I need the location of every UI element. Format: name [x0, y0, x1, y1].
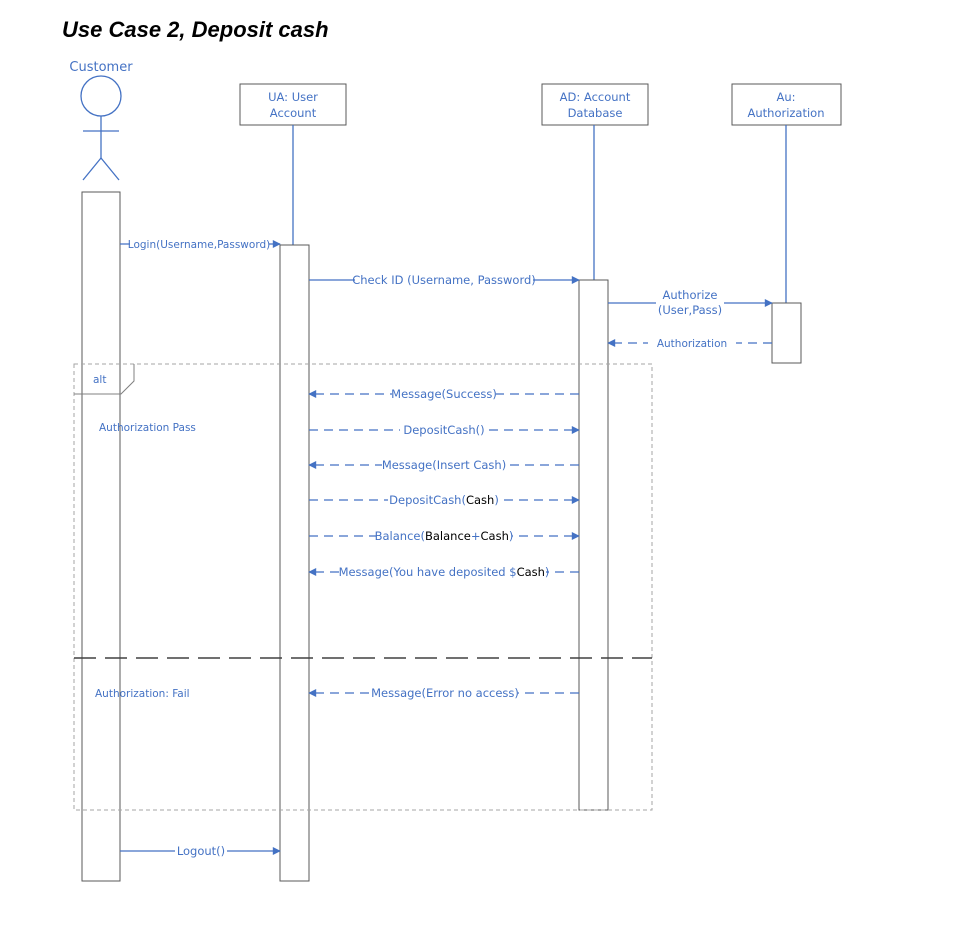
customer-actor-icon — [80, 75, 122, 181]
message-insert-cash-label: Message(Insert Cash) — [382, 458, 506, 472]
participant-user-account-line2: Account — [270, 106, 317, 120]
activation-account-database — [578, 279, 609, 811]
activation-customer — [81, 191, 121, 882]
participant-authorization: Au: Authorization — [731, 83, 842, 126]
message-authorize: Authorize (User,Pass) — [608, 288, 773, 317]
participant-authorization-line1: Au: — [776, 90, 795, 104]
message-check-id: Check ID (Username, Password) — [309, 272, 580, 287]
message-logout: Logout() — [120, 843, 281, 858]
alt-frame-tab — [74, 364, 135, 395]
message-login-label: Login(Username,Password) — [128, 239, 270, 251]
actor-label: Customer — [69, 60, 133, 75]
activation-user-account — [279, 244, 310, 882]
alt-frame — [73, 363, 653, 811]
message-success: Message(Success) — [308, 386, 579, 401]
diagram-title: Use Case 2, Deposit cash — [62, 17, 329, 42]
participant-account-database-line2: Database — [568, 106, 623, 120]
message-insert-cash: Message(Insert Cash) — [308, 457, 579, 472]
message-error: Message(Error no access) — [308, 685, 579, 700]
message-check-id-label: Check ID (Username, Password) — [352, 273, 536, 287]
participant-authorization-line2: Authorization — [747, 106, 824, 120]
message-deposited: Message(You have deposited $Cash) — [308, 564, 579, 579]
message-authorize-label-line1: Authorize — [662, 288, 717, 302]
message-success-label: Message(Success) — [391, 387, 497, 401]
participant-user-account-line1: UA: User — [268, 90, 318, 104]
message-balance-label: Balance(Balance+Cash) — [375, 529, 514, 543]
participant-account-database-line1: AD: Account — [560, 90, 631, 104]
message-error-label: Message(Error no access) — [371, 686, 519, 700]
guard-authorization-fail: Authorization: Fail — [95, 688, 190, 700]
message-logout-label: Logout() — [177, 844, 225, 858]
message-deposit-cash-label: DepositCash(Cash) — [389, 493, 499, 507]
message-deposit-cash-call-label: DepositCash() — [403, 423, 484, 437]
message-authorization-return: Authorization — [607, 335, 772, 350]
activation-authorization — [771, 302, 802, 364]
message-login: Login(Username,Password) — [120, 236, 281, 251]
participant-account-database: AD: Account Database — [541, 83, 649, 126]
message-deposited-label: Message(You have deposited $Cash) — [339, 565, 550, 579]
message-deposit-cash: DepositCash(Cash) — [309, 492, 580, 507]
message-authorize-label-line2: (User,Pass) — [658, 303, 722, 317]
guard-authorization-pass: Authorization Pass — [99, 422, 196, 434]
message-balance: Balance(Balance+Cash) — [309, 528, 580, 543]
message-authorization-label: Authorization — [657, 338, 727, 350]
message-deposit-cash-call: DepositCash() — [309, 422, 580, 437]
alt-operator: alt — [93, 374, 106, 386]
participant-user-account: UA: User Account — [239, 83, 347, 126]
